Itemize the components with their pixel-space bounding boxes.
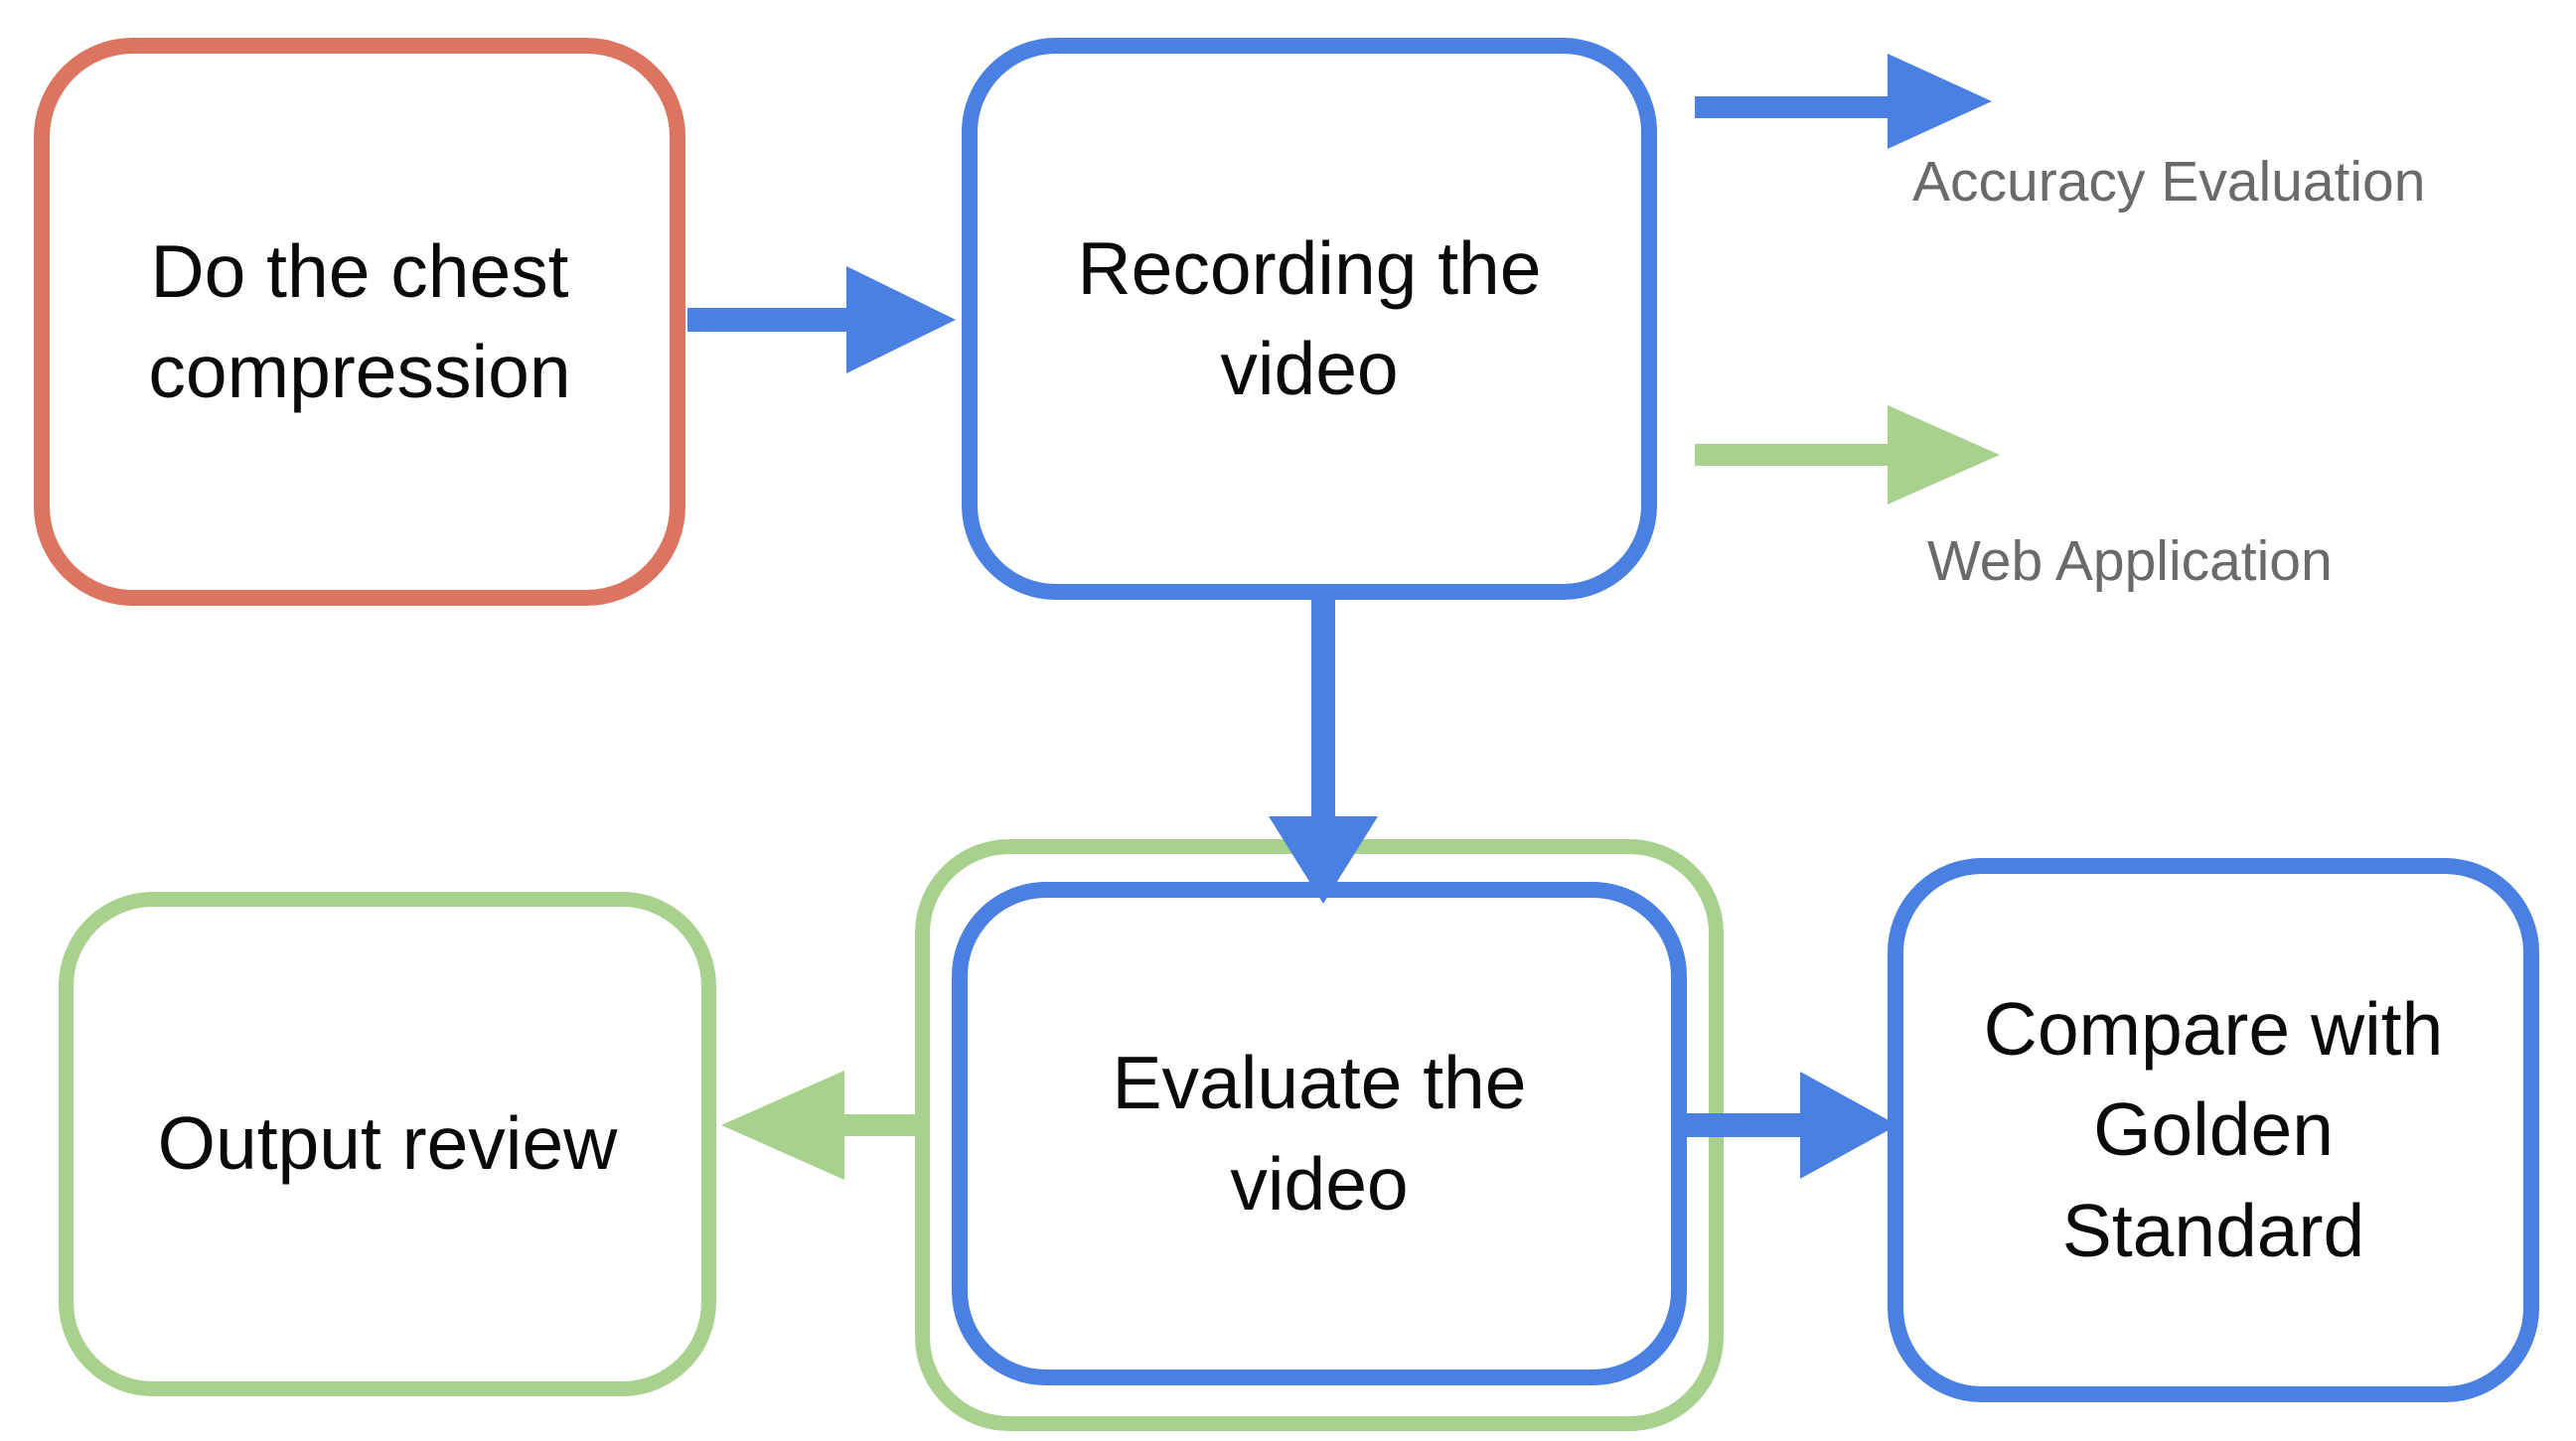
node-recording-video: Recording the video xyxy=(962,38,1657,600)
node-output-review-label: Output review xyxy=(157,1101,618,1186)
node-evaluate-video: Evaluate the video xyxy=(952,882,1687,1385)
node-recording-video-label: Recording the video xyxy=(1077,225,1542,410)
arrow-evaluate-to-compare-shaft xyxy=(1677,1113,1802,1137)
legend-webapp-label: Web Application xyxy=(1927,529,2333,593)
arrow-evaluate-to-compare-head xyxy=(1800,1072,1897,1179)
legend-webapp-arrow-shaft xyxy=(1695,444,1890,466)
node-output-review: Output review xyxy=(59,892,716,1396)
legend-accuracy-arrow-head xyxy=(1888,54,1992,149)
node-compare-golden-label: Compare with Golden Standard xyxy=(1983,987,2444,1272)
arrow-compression-to-recording-shaft xyxy=(687,308,848,332)
arrow-evaluate-to-output-head xyxy=(721,1071,844,1180)
arrow-evaluate-to-output-shaft xyxy=(842,1114,930,1136)
legend-accuracy-label: Accuracy Evaluation xyxy=(1912,150,2426,214)
arrow-recording-to-evaluate-head xyxy=(1269,816,1378,904)
legend-accuracy-arrow-shaft xyxy=(1695,96,1890,118)
legend-webapp-arrow-head xyxy=(1888,405,2000,504)
node-compare-golden: Compare with Golden Standard xyxy=(1888,858,2539,1402)
arrow-recording-to-evaluate-shaft xyxy=(1311,597,1335,818)
arrow-compression-to-recording-head xyxy=(846,266,956,373)
node-evaluate-video-label: Evaluate the video xyxy=(1112,1041,1527,1225)
node-do-chest-compression: Do the chest compression xyxy=(34,38,685,606)
node-do-chest-compression-label: Do the chest compression xyxy=(148,228,571,413)
